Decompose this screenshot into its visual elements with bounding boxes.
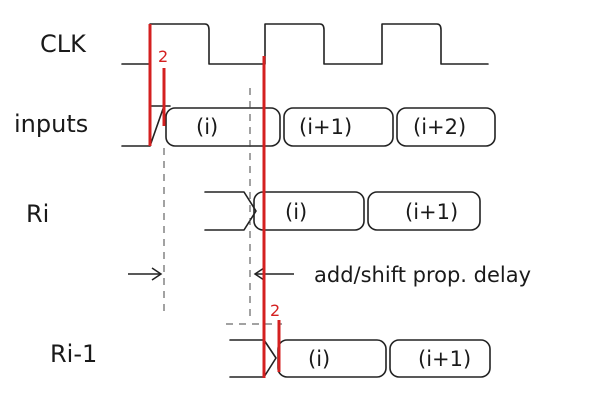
clk-waveform — [121, 23, 489, 65]
delay-arrow-right — [253, 267, 294, 281]
inputs-cell-i-plus-1 — [283, 107, 394, 147]
inputs-cell-i — [165, 107, 281, 147]
red-delay-label-1: 2 — [158, 47, 168, 66]
ri-label: Ri — [26, 200, 49, 228]
ri-minus-1-cell-i-plus-1 — [389, 339, 491, 378]
red-delay-label-2: 2 — [270, 301, 280, 320]
clk-label: CLK — [40, 30, 87, 58]
delay-arrow-left — [128, 267, 163, 281]
inputs-bus-start — [121, 105, 165, 147]
inputs-label: inputs — [14, 110, 88, 138]
ri-cell-i — [253, 191, 365, 231]
ri-cell-i-plus-1-text: (i+1) — [405, 200, 458, 224]
ri-minus-1-cell-i-text: (i) — [308, 347, 330, 371]
ri-cell-i-plus-1 — [367, 191, 481, 231]
delay-annotation: add/shift prop. delay — [314, 263, 531, 287]
ri-minus-1-label: Ri-1 — [50, 340, 97, 368]
ri-minus-1-cell-i-plus-1-text: (i+1) — [418, 347, 471, 371]
inputs-cell-i-text: (i) — [196, 115, 218, 139]
inputs-cell-i-plus-1-text: (i+1) — [299, 115, 352, 139]
ri-cell-i-text: (i) — [285, 200, 307, 224]
ri-bus-start — [204, 191, 257, 231]
inputs-cell-i-plus-2 — [396, 107, 496, 147]
ri-minus-1-cell-i — [277, 339, 387, 378]
inputs-cell-i-plus-2-text: (i+2) — [413, 115, 466, 139]
ri-minus-1-bus-start — [229, 339, 277, 378]
